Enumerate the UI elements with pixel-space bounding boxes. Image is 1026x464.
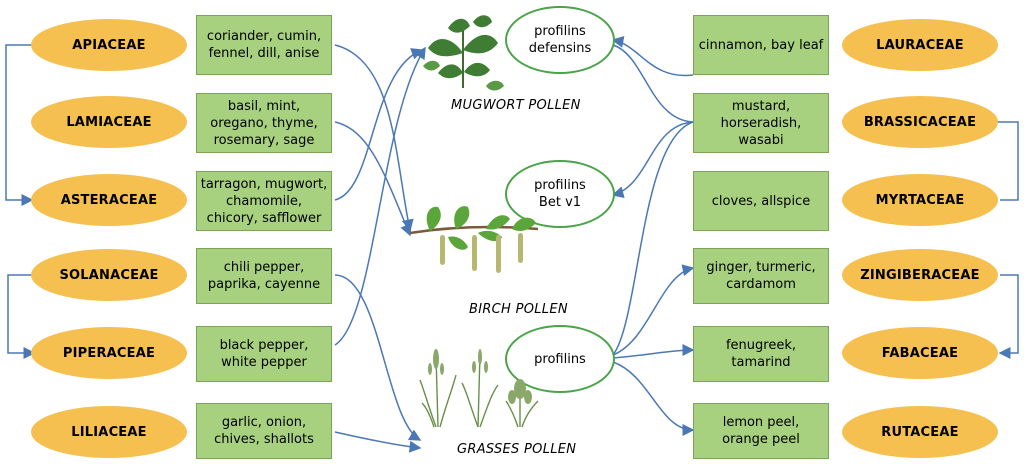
- grasses-pollen-label: GRASSES POLLEN: [457, 442, 577, 457]
- allergen-birch: profilins Bet v1: [505, 160, 615, 228]
- family-zingiberaceae: ZINGIBERACEAE: [842, 249, 998, 301]
- bracket-zingiberaceae-rutaceae: [998, 274, 1019, 359]
- link-lauraceae-spice-mugwort-allergen: [611, 36, 694, 77]
- bracket-apiaceae-asteraceae: [5, 39, 47, 206]
- link-brassicaceae-spice-mugwort-allergen: [612, 44, 694, 123]
- family-lamiaceae: LAMIACEAE: [31, 96, 187, 148]
- family-piperaceae: PIPERACEAE: [31, 327, 187, 379]
- link-asteraceae-spice-mugwort: [334, 48, 424, 201]
- spice-box-rutaceae: lemon peel, orange peel: [693, 403, 829, 459]
- spice-box-lauraceae: cinnamon, bay leaf: [693, 15, 829, 75]
- spice-box-solanaceae: chili pepper, paprika, cayenne: [196, 248, 332, 304]
- bracket-brassicaceae-myrtaceae: [987, 116, 1019, 201]
- mugwort-plant-icon: [423, 15, 504, 91]
- link-brassicaceae-spice-birch-allergen: [611, 121, 694, 199]
- link-piperaceae-spice-mugwort: [334, 46, 426, 346]
- spice-box-piperaceae: black pepper, white pepper: [196, 326, 332, 382]
- spice-box-lamiaceae: basil, mint, oregano, thyme, rosemary, s…: [196, 93, 332, 153]
- family-lauraceae: LAURACEAE: [842, 19, 998, 71]
- birch-pollen-label: BIRCH POLLEN: [469, 302, 568, 317]
- spice-box-liliaceae: garlic, onion, chives, shallots: [196, 403, 332, 459]
- family-solanaceae: SOLANACEAE: [31, 249, 187, 301]
- spice-box-fabaceae: fenugreek, tamarind: [693, 326, 829, 382]
- link-grasses-allergen-zingiberaceae: [612, 264, 695, 356]
- mugwort-pollen-label: MUGWORT POLLEN: [451, 98, 581, 113]
- family-myrtaceae: MYRTACEAE: [842, 174, 998, 226]
- birch-branch-icon: [409, 206, 539, 273]
- family-asteraceae: ASTERACEAE: [31, 174, 187, 226]
- link-liliaceae-spice-grasses: [334, 431, 422, 453]
- family-brassicaceae: BRASSICACEAE: [842, 96, 998, 148]
- link-brassicaceae-spice-grasses-allergen: [612, 121, 694, 356]
- family-liliaceae: LILIACEAE: [31, 406, 187, 458]
- spice-box-apiaceae: coriander, cumin, fennel, dill, anise: [196, 15, 332, 75]
- allergen-mugwort: profilins defensins: [505, 6, 615, 74]
- spice-box-asteraceae: tarragon, mugwort, chamomile, chicory, s…: [196, 171, 332, 231]
- grasses-icon: [419, 349, 539, 428]
- family-rutaceae: RUTACEAE: [842, 406, 998, 458]
- spice-box-zingiberaceae: ginger, turmeric, cardamom: [693, 248, 829, 304]
- link-solanaceae-spice-grasses: [334, 274, 422, 441]
- link-apiaceae-spice-birch: [334, 44, 414, 232]
- link-lamiaceae-spice-birch: [334, 121, 412, 237]
- spice-box-myrtaceae: cloves, allspice: [693, 171, 829, 231]
- spice-box-brassicaceae: mustard, horseradish, wasabi: [693, 93, 829, 153]
- family-apiaceae: APIACEAE: [31, 19, 187, 71]
- bracket-solanaceae-piperaceae: [7, 269, 47, 359]
- link-grasses-allergen-rutaceae: [612, 361, 695, 436]
- family-fabaceae: FABACEAE: [842, 327, 998, 379]
- link-grasses-allergen-fabaceae: [612, 344, 695, 359]
